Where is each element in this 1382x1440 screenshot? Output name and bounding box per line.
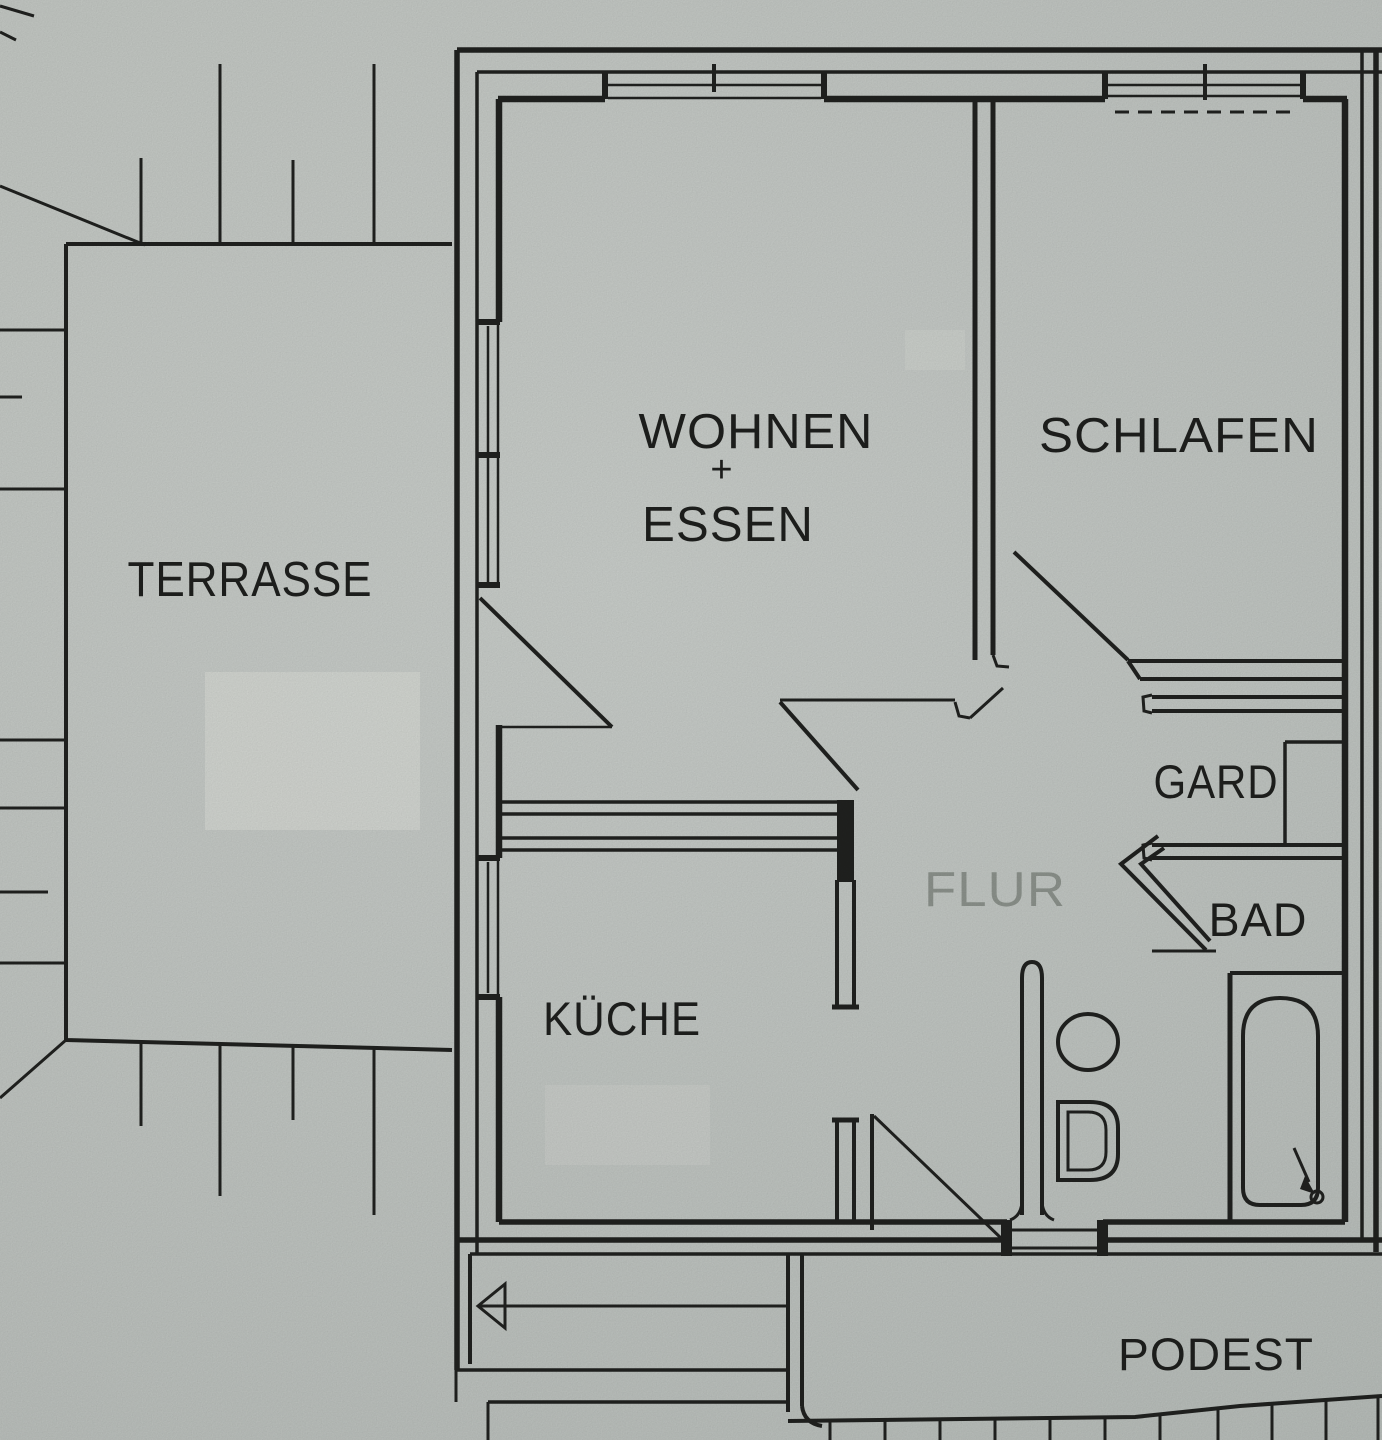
floorplan-drawing: TERRASSE WOHNEN + ESSEN SCHLAFEN KÜCHE F… (0, 0, 1382, 1440)
floorplan-scan: TERRASSE WOHNEN + ESSEN SCHLAFEN KÜCHE F… (0, 0, 1382, 1440)
paper-grain-overlay (0, 0, 1382, 1440)
